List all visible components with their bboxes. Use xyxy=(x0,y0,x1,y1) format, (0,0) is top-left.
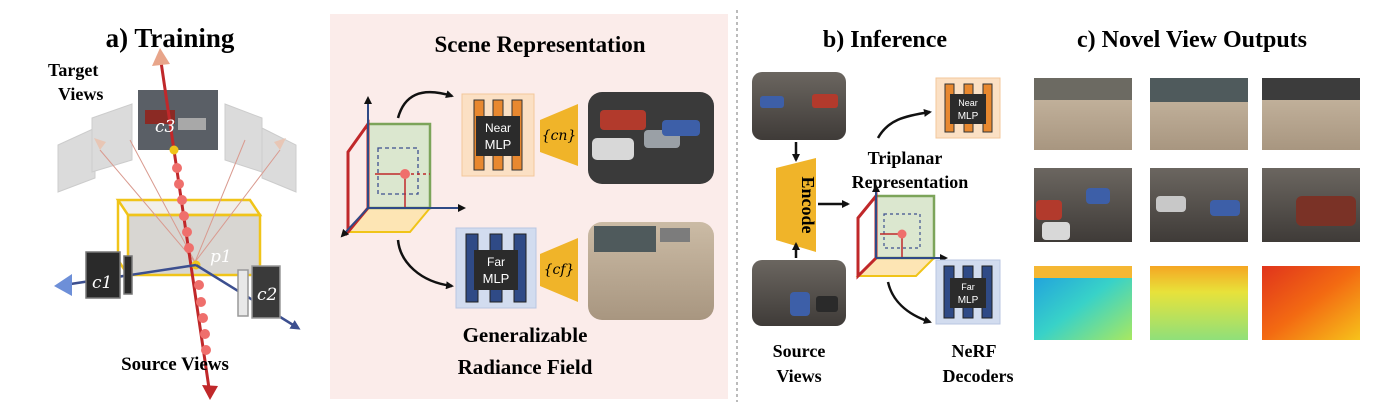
arrow-to-inf-near-mlp xyxy=(876,108,932,139)
near-mlp-label-line1: Near xyxy=(485,121,511,135)
triplanar-label-line1: Triplanar xyxy=(868,148,943,168)
scene-title: Scene Representation xyxy=(434,32,645,57)
source-views-label: Source Views xyxy=(121,354,229,375)
far-mlp-label-line2: MLP xyxy=(483,271,510,286)
c3-label: c3 xyxy=(155,117,175,137)
scene-representation-panel: Scene Representation Near MLP xyxy=(330,14,728,399)
point-c3 xyxy=(169,145,179,155)
inference-source-label-line2: Views xyxy=(776,366,821,386)
inference-far-mlp: Far MLP xyxy=(935,259,1001,325)
near-mlp-block: Near MLP xyxy=(461,93,535,177)
inference-section: b) Inference Encode Source Views Triplan… xyxy=(752,27,1013,386)
ray-samples xyxy=(172,163,211,355)
target-views-label-line1: Target xyxy=(48,60,98,80)
cn-label: {cn} xyxy=(542,128,577,144)
grf-label-line2: Radiance Field xyxy=(458,355,593,379)
nerf-label-line2: Decoders xyxy=(943,366,1014,386)
inference-near-mlp: Near MLP xyxy=(935,77,1001,139)
far-decoder-trapezoid xyxy=(540,238,578,302)
far-output-image xyxy=(588,222,714,320)
inf-near-mlp-line2: MLP xyxy=(958,111,979,122)
arrow-to-far-mlp xyxy=(396,239,454,290)
training-section: a) Training Target Views xyxy=(48,23,301,400)
inference-triplane-cube xyxy=(855,184,948,280)
grf-label-line1: Generalizable xyxy=(463,323,588,347)
triplanar-label-line2: Representation xyxy=(852,172,969,192)
c2-label: c2 xyxy=(257,285,277,305)
arrow-to-inf-far-mlp xyxy=(886,281,932,324)
novel-row-depth xyxy=(1034,266,1360,340)
target-view-frames xyxy=(57,103,297,193)
camera-c2: c2 xyxy=(237,265,281,319)
target-views-label-line2: Views xyxy=(58,84,103,104)
far-mlp-label-line1: Far xyxy=(487,255,505,269)
novel-title: c) Novel View Outputs xyxy=(1077,27,1307,53)
camera-c1: c1 xyxy=(85,251,133,299)
encode-label: Encode xyxy=(798,176,818,233)
p1-label: p1 xyxy=(210,247,232,267)
novel-view-section: c) Novel View Outputs xyxy=(1034,27,1360,340)
novel-row-near xyxy=(1034,168,1360,242)
c1-label: c1 xyxy=(92,273,112,293)
ray-arrow-down-icon xyxy=(202,385,218,400)
ray-arrow-up-icon xyxy=(152,48,170,66)
near-mlp-label-line2: MLP xyxy=(485,137,512,152)
inference-source-label-line1: Source xyxy=(773,341,826,361)
inference-source-image-bottom xyxy=(752,260,846,326)
scene-bounding-box xyxy=(115,198,263,277)
novel-row-far xyxy=(1034,78,1360,150)
far-mlp-block: Far MLP xyxy=(455,227,537,309)
inf-far-mlp-line1: Far xyxy=(961,282,975,292)
arrow-to-near-mlp xyxy=(396,90,454,119)
near-output-image xyxy=(588,92,714,184)
inference-source-image-top xyxy=(752,72,846,140)
view-rays xyxy=(99,139,281,263)
encode-block: Encode xyxy=(776,158,818,252)
near-decoder-trapezoid xyxy=(540,104,578,166)
inference-title: b) Inference xyxy=(823,27,948,53)
inf-far-mlp-line2: MLP xyxy=(958,295,979,306)
camera-ray xyxy=(158,54,212,396)
inf-near-mlp-line1: Near xyxy=(958,98,978,108)
triplane-cube xyxy=(340,96,466,238)
cf-label: {cf} xyxy=(544,262,575,278)
nerf-label-line1: NeRF xyxy=(952,341,997,361)
training-title: a) Training xyxy=(106,23,235,53)
